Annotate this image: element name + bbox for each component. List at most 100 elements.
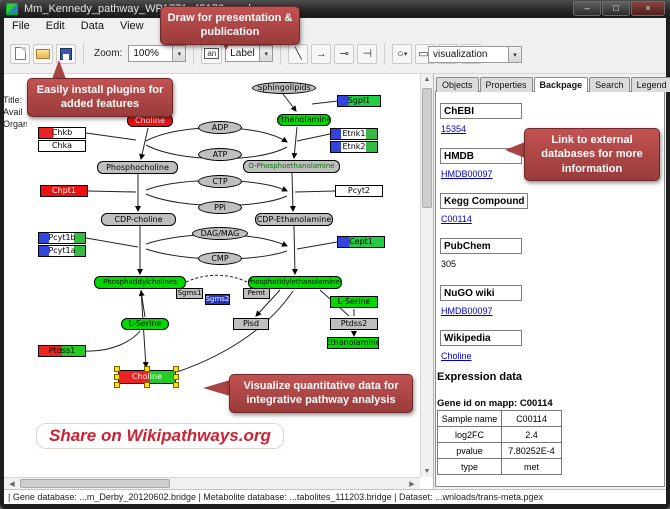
chebi-link[interactable]: 15354	[441, 124, 467, 134]
pathway-node-atp[interactable]: ATP	[198, 148, 242, 161]
mim-interaction-icon: ⊸	[339, 48, 349, 60]
save-button[interactable]	[56, 43, 76, 64]
pathway-node-ethanolamine[interactable]: Ethanolamine	[277, 114, 331, 126]
table-cell: met	[501, 458, 562, 475]
open-folder-icon	[36, 48, 50, 59]
chevron-down-icon[interactable]: ▾	[508, 47, 521, 62]
menu-view[interactable]: View	[119, 20, 144, 32]
pathway-node-o-phosphoethanolamine[interactable]: O-Phosphoethanolamine	[243, 160, 340, 173]
pathway-node-adp[interactable]: ADP	[198, 121, 242, 134]
backpage-section-kegg: Kegg Compound	[440, 193, 528, 209]
callout-link: Link to external databases for more info…	[524, 128, 660, 181]
horizontal-scroll-thumb[interactable]	[20, 479, 170, 488]
pathway-node-chka[interactable]: Chka	[38, 140, 86, 152]
callout-plugins: Easily install plugins for added feature…	[27, 78, 173, 117]
pathway-node-cmp[interactable]: CMP	[198, 252, 242, 265]
toolbar: Zoom: 100% ▾ an Label ▾ ╲ → ⊸ ⊣ ○▾ ▭▾ ◇ …	[4, 34, 666, 74]
kegg-link[interactable]: C00114	[441, 214, 472, 224]
canvas-horizontal-scrollbar[interactable]: ◀ ▶	[4, 477, 420, 489]
inhibition-tool-button[interactable]: ⊣	[357, 43, 378, 64]
zoom-combobox[interactable]: 100% ▾	[128, 45, 187, 62]
mim-tool-button[interactable]: ⊸	[334, 43, 355, 64]
infobox-title-label: Title:	[3, 95, 23, 105]
table-cell: Sample name	[437, 410, 502, 427]
pathway-node-cept1[interactable]: Cept1	[337, 236, 385, 248]
selection-handle[interactable]	[173, 366, 179, 372]
pathway-node-phosphocholine[interactable]: Phosphocholine	[97, 161, 178, 174]
pathway-node-dag-mag[interactable]: DAG/MAG	[192, 227, 248, 240]
label-tool-combobox[interactable]: Label ▾	[225, 45, 274, 62]
close-button[interactable]: ×	[631, 1, 665, 16]
pathway-node-phosphatidylcholines[interactable]: Phosphatidylcholines	[94, 276, 186, 289]
menu-data[interactable]: Data	[80, 20, 104, 32]
pathway-node-sphingolipids[interactable]: Sphingolipids	[252, 82, 316, 94]
toolbar-separator	[193, 42, 195, 65]
tab-backpage[interactable]: Backpage	[533, 77, 589, 92]
minimize-button[interactable]: –	[573, 1, 601, 16]
pathway-node-ptdss2[interactable]: Ptdss2	[330, 318, 378, 330]
selection-handle[interactable]	[173, 382, 179, 388]
hmdb-link[interactable]: HMDB00097	[441, 169, 493, 179]
menu-edit[interactable]: Edit	[45, 20, 65, 32]
pathway-node-etnk2[interactable]: Etnk2	[330, 141, 378, 153]
arrow-tool-button[interactable]: →	[311, 43, 332, 64]
selection-handle[interactable]	[173, 374, 179, 380]
ellipse-icon: ○	[397, 47, 404, 60]
menu-file[interactable]: File	[12, 20, 30, 32]
tab-search[interactable]: Search	[589, 77, 630, 92]
tab-legend[interactable]: Legend	[630, 77, 670, 92]
open-button[interactable]	[33, 43, 53, 64]
nugo-link[interactable]: HMDB00097	[441, 306, 493, 316]
chevron-down-icon[interactable]: ▾	[172, 46, 186, 61]
pathway-node-pisd[interactable]: Pisd	[233, 318, 269, 330]
selection-handle[interactable]	[144, 382, 150, 388]
canvas-vertical-scrollbar[interactable]: ▲ ▼	[420, 74, 433, 477]
table-cell: C00114	[501, 410, 562, 427]
arrow-icon: →	[315, 47, 327, 60]
pathway-node-pcyt1a[interactable]: Pcyt1a	[38, 245, 86, 257]
pathway-node-chpt1[interactable]: Chpt1	[40, 185, 88, 197]
pathway-node-cdp-choline[interactable]: CDP-choline	[101, 213, 176, 226]
pathway-node-ethanolamine-right[interactable]: Ethanolamine	[327, 337, 379, 349]
chevron-down-icon[interactable]: ▾	[259, 46, 273, 61]
titlebar[interactable]: Mm_Kennedy_pathway_WP1771_45176.gpml – □…	[0, 0, 670, 18]
line-tool-button[interactable]: ╲	[288, 43, 309, 64]
pathway-node-chkb[interactable]: Chkb	[38, 127, 86, 139]
pathway-node-sgms1[interactable]: Sgms1	[176, 288, 203, 299]
pathway-node-ppi[interactable]: PPi	[198, 201, 242, 214]
selection-handle[interactable]	[114, 382, 120, 388]
selection-handle[interactable]	[144, 366, 150, 372]
pathway-node-l-serine-left[interactable]: L-Serine	[121, 318, 169, 330]
selection-handle[interactable]	[114, 366, 120, 372]
selection-handle[interactable]	[114, 374, 120, 380]
pathway-node-l-serine-right[interactable]: L-Serine	[330, 296, 378, 308]
maximize-button[interactable]: □	[602, 1, 630, 16]
pathway-node-ptdss1[interactable]: Ptdss1	[38, 345, 86, 357]
pathway-node-phosphatidylethanolamines[interactable]: Phosphatidylethanolamines	[248, 276, 342, 289]
table-cell: 2.4	[501, 426, 562, 443]
backpage-section-chebi: ChEBI	[440, 103, 522, 119]
pathway-node-ctp[interactable]: CTP	[198, 175, 242, 188]
pathway-node-etnk1[interactable]: Etnk1	[330, 128, 378, 140]
backpage-section-wikipedia: Wikipedia	[440, 330, 522, 346]
new-button[interactable]	[10, 43, 30, 64]
share-banner: Share on Wikipathways.org	[36, 423, 284, 449]
pathway-node-pemt[interactable]: Pemt	[243, 288, 270, 299]
pathway-node-cdp-ethanolamine[interactable]: CDP-Ethanolamine	[255, 213, 333, 226]
datanode-tool-button[interactable]: an	[201, 43, 223, 64]
pathway-node-pcyt1b[interactable]: Pcyt1b	[38, 232, 86, 244]
infobox-availability-label: Avail	[3, 107, 23, 117]
tab-properties[interactable]: Properties	[479, 77, 533, 92]
callout-plugins-pointer	[52, 60, 66, 79]
vertical-scroll-thumb[interactable]	[422, 88, 432, 208]
wikipedia-link[interactable]: Choline	[441, 351, 472, 361]
pathway-node-sgpl1[interactable]: Sgpl1	[337, 95, 381, 107]
pubchem-id: 305	[441, 259, 457, 269]
table-cell: pvalue	[437, 442, 502, 459]
visualization-combobox[interactable]: visualization ▾	[428, 46, 522, 63]
callout-visualize: Visualize quantitative data for integrat…	[229, 374, 413, 413]
pathway-node-sgms2[interactable]: Sgms2	[205, 294, 230, 305]
tab-objects[interactable]: Objects	[436, 77, 479, 92]
ellipse-tool-button[interactable]: ○▾	[392, 43, 413, 64]
pathway-node-pcyt2[interactable]: Pcyt2	[335, 185, 383, 197]
